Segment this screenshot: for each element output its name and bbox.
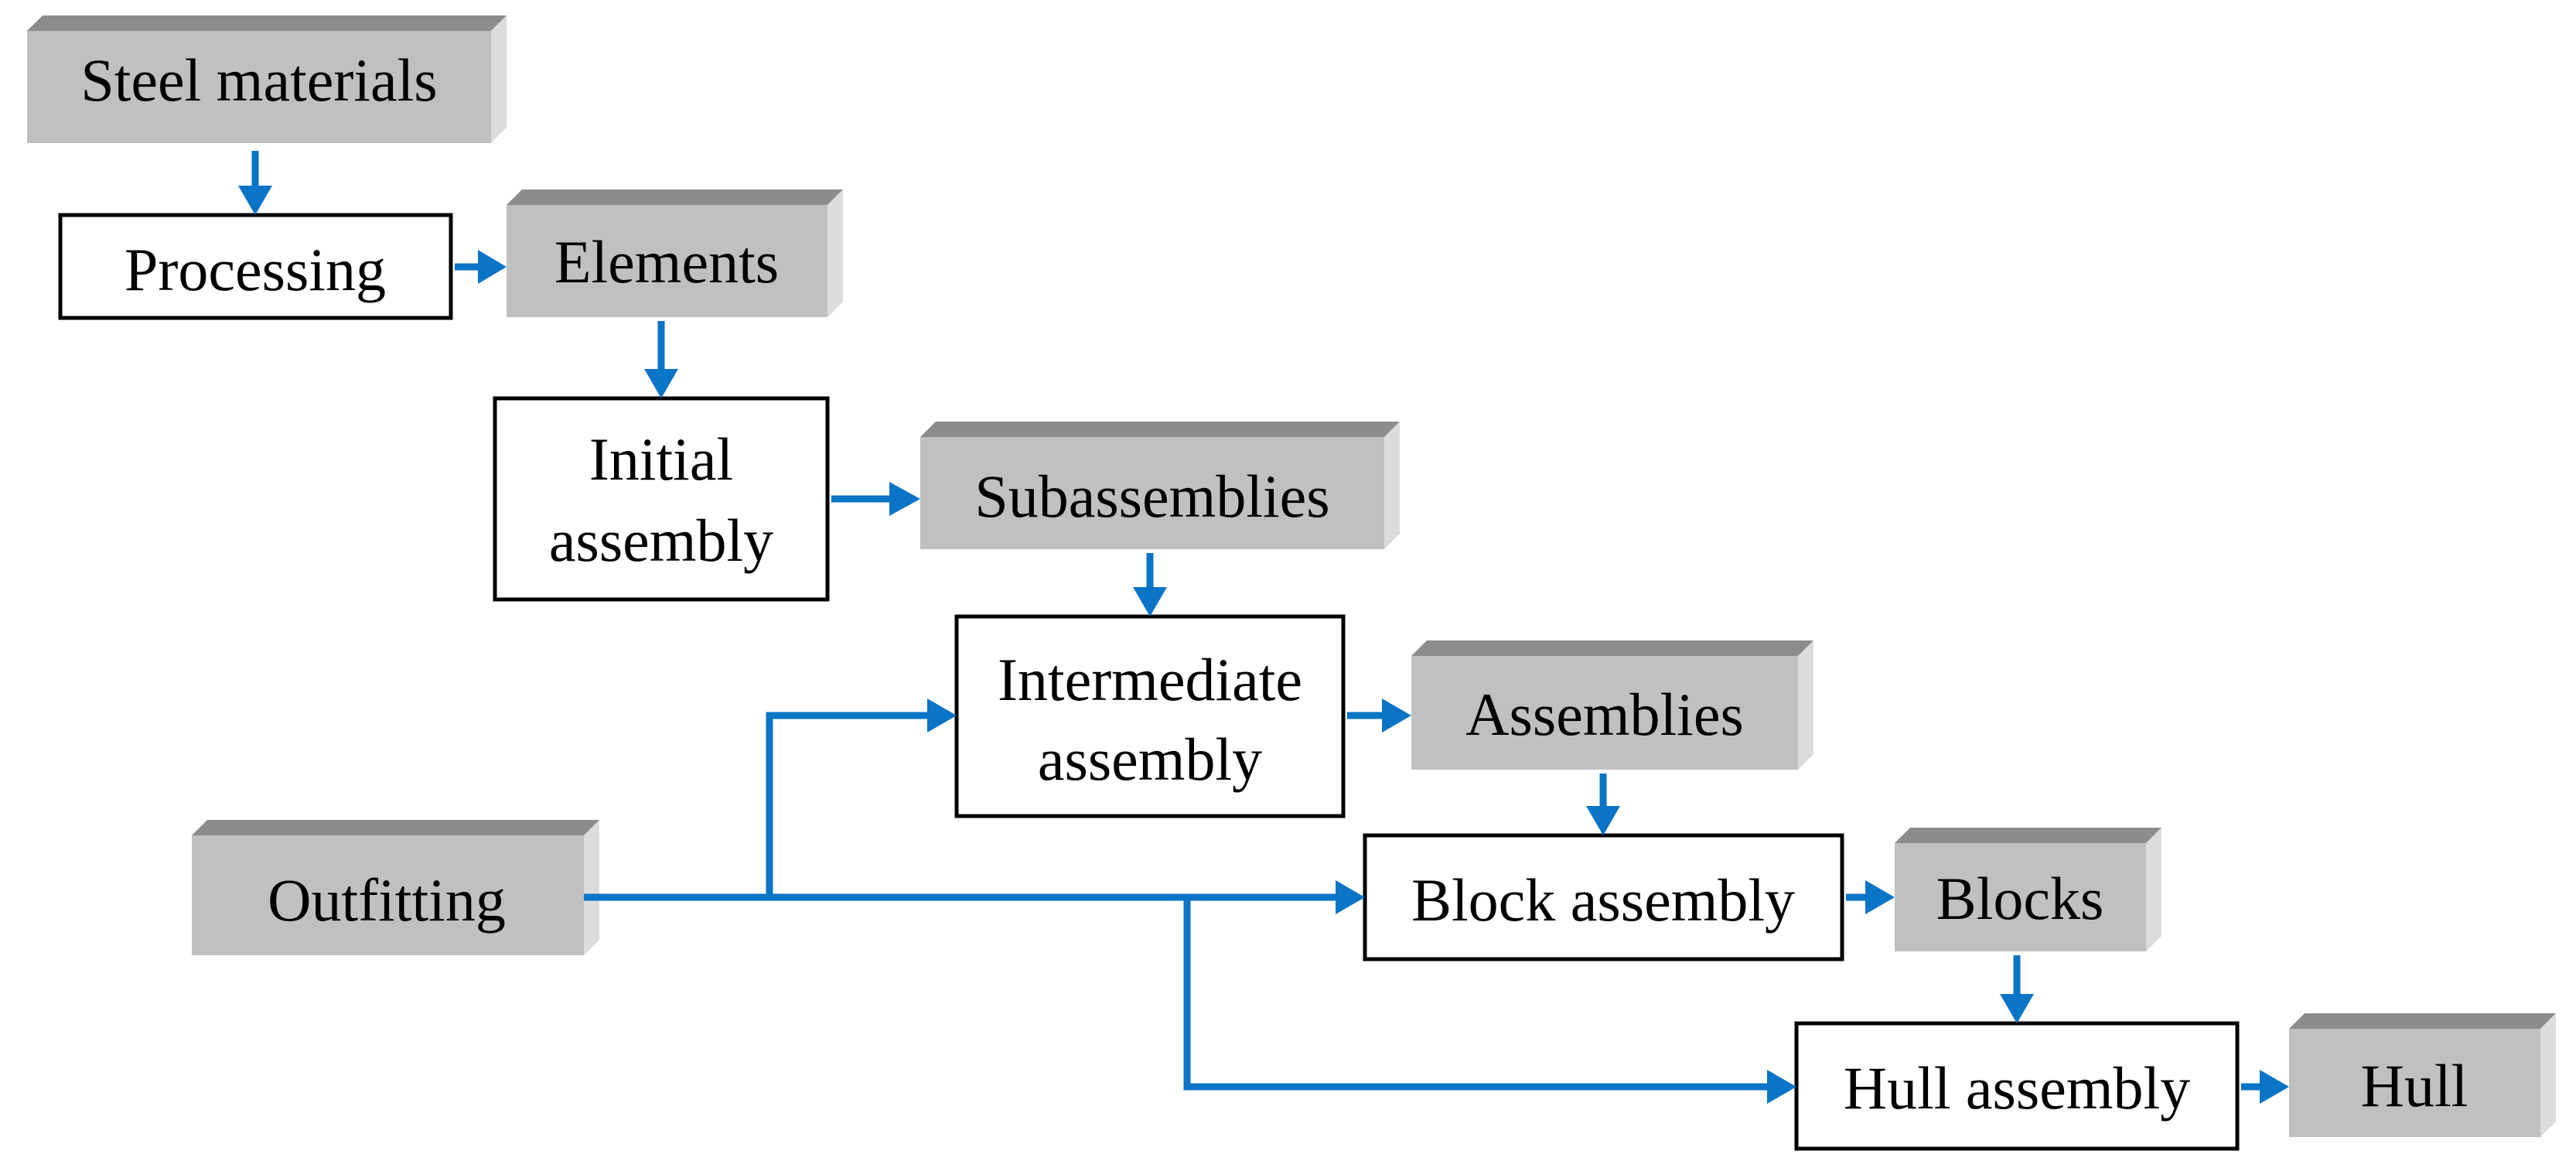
node-initial-assembly-label-line1: Initial <box>589 425 733 493</box>
node-hull-assembly-label: Hull assembly <box>1844 1054 2190 1122</box>
node-processing-label: Processing <box>125 236 386 303</box>
arrow-steel-to-processing <box>238 151 272 215</box>
node-processing: Processing <box>58 213 453 320</box>
node-assemblies-label: Assemblies <box>1465 681 1744 748</box>
node-steel-materials: Steel materials <box>27 15 507 143</box>
node-elements-label: Elements <box>554 228 779 295</box>
arrow-elements-to-initial-assembly <box>644 321 678 398</box>
node-intermediate-assembly-label-line2: assembly <box>1038 726 1262 793</box>
node-blocks-label: Blocks <box>1936 865 2104 932</box>
node-initial-assembly: Initial assembly <box>493 396 830 602</box>
node-block-assembly-label: Block assembly <box>1411 866 1795 934</box>
node-elements: Elements <box>507 190 843 317</box>
node-hull-assembly: Hull assembly <box>1794 1021 2240 1151</box>
arrow-blocks-to-hull-assembly <box>2000 955 2034 1023</box>
node-block-assembly: Block assembly <box>1363 833 1844 961</box>
arrow-subassemblies-to-intermediate <box>1133 553 1167 616</box>
node-intermediate-assembly-label-line1: Intermediate <box>998 646 1302 713</box>
arrow-outfitting-feeds <box>584 698 1796 1104</box>
arrow-block-assembly-to-blocks <box>1846 880 1895 914</box>
arrow-assemblies-to-block-assembly <box>1586 774 1620 835</box>
node-subassemblies: Subassemblies <box>920 422 1400 549</box>
node-outfitting-label: Outfitting <box>268 866 506 934</box>
node-steel-materials-label: Steel materials <box>80 46 437 114</box>
node-hull: Hull <box>2289 1013 2556 1137</box>
node-initial-assembly-label-line2: assembly <box>549 507 773 574</box>
node-subassemblies-label: Subassemblies <box>974 463 1329 530</box>
arrow-processing-to-elements <box>455 250 507 284</box>
node-blocks: Blocks <box>1895 828 2161 951</box>
arrow-hull-assembly-to-hull <box>2241 1070 2289 1104</box>
arrow-initial-to-subassemblies <box>831 482 920 516</box>
node-outfitting: Outfitting <box>192 820 599 955</box>
node-hull-label: Hull <box>2361 1052 2469 1119</box>
arrow-intermediate-to-assemblies <box>1347 698 1411 733</box>
node-assemblies: Assemblies <box>1411 640 1813 770</box>
node-intermediate-assembly: Intermediate assembly <box>954 614 1346 818</box>
